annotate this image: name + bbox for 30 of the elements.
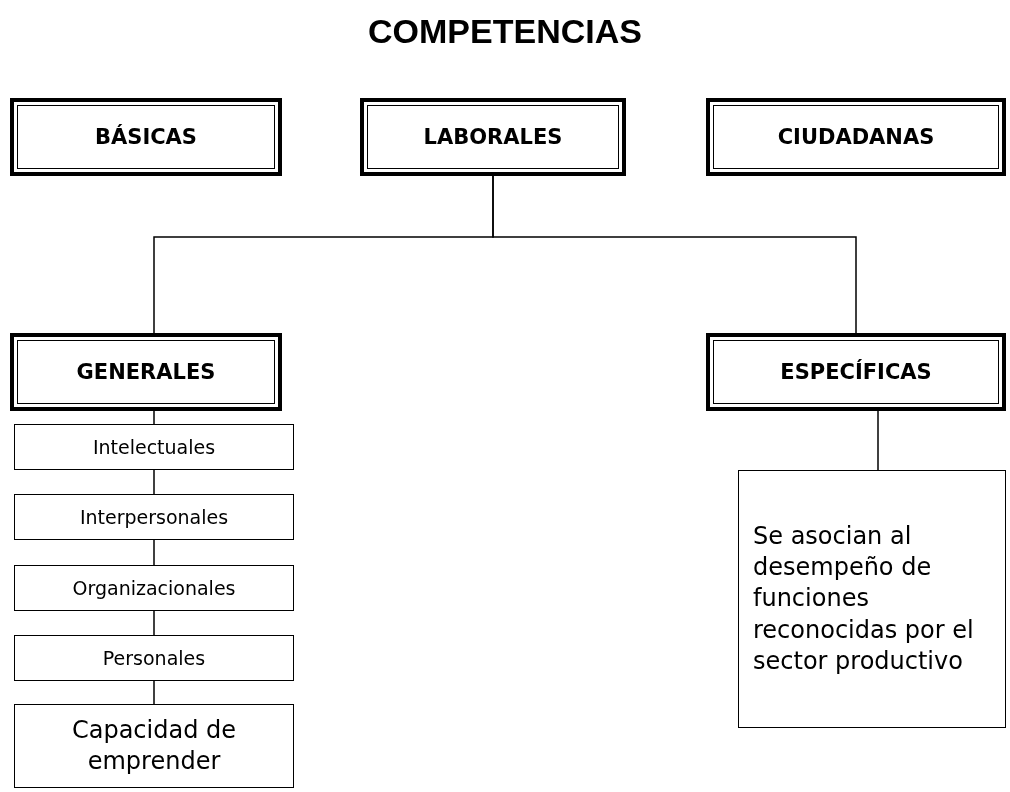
connector-line (153, 410, 155, 425)
category-box (10, 333, 282, 411)
box-label: BÁSICAS (95, 125, 197, 149)
box-label: CIUDADANAS (777, 125, 935, 149)
connector-line (153, 469, 155, 495)
competency-box (14, 494, 294, 540)
competency-box (14, 424, 294, 470)
category-box (360, 98, 626, 176)
box-label: ESPECÍFICAS (780, 360, 932, 384)
connector-line (877, 410, 879, 471)
connector-line (153, 539, 155, 566)
competency-box (14, 704, 294, 788)
box-label: Capacidad de emprender (70, 714, 238, 777)
connector-line (153, 680, 155, 705)
box-label: Se asocian al desempeño de funciones reconocidas por el sector productivo (753, 521, 975, 677)
category-box (706, 333, 1006, 411)
competency-box (14, 635, 294, 681)
box-label: Intelectuales (92, 436, 216, 458)
description-box (738, 470, 1006, 728)
connector-line (492, 175, 857, 334)
category-box (706, 98, 1006, 176)
box-label: Organizacionales (72, 577, 236, 599)
box-label: GENERALES (76, 360, 216, 384)
competency-box (14, 565, 294, 611)
connector-line (153, 610, 155, 636)
box-label: LABORALES (423, 125, 563, 149)
box-label: Personales (102, 647, 206, 669)
diagram-title: COMPETENCIAS (367, 12, 643, 51)
box-label: Interpersonales (79, 506, 229, 528)
category-box (10, 98, 282, 176)
